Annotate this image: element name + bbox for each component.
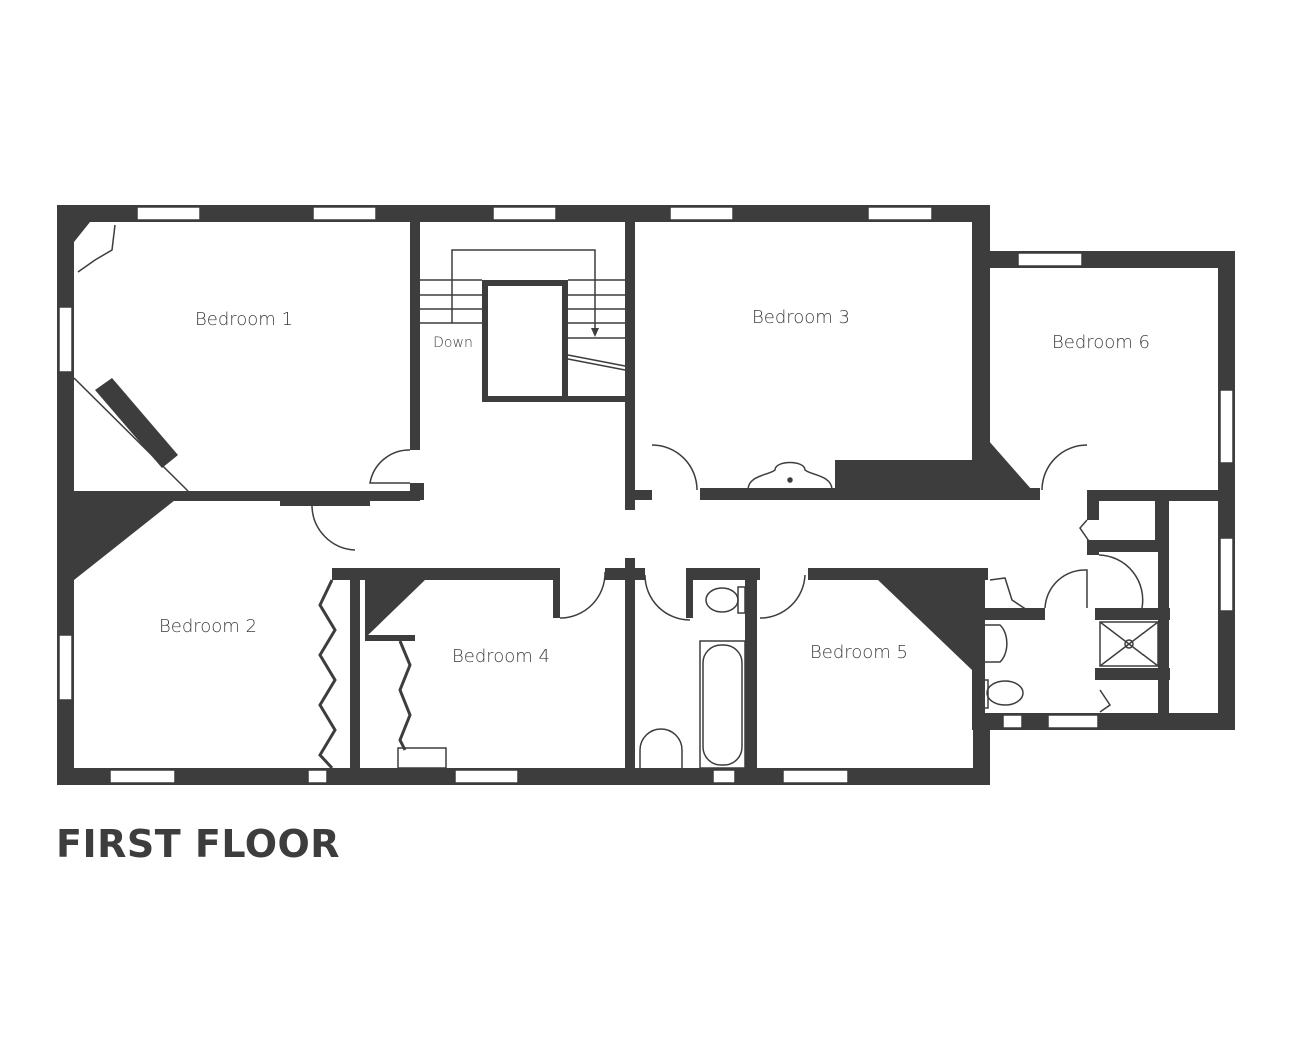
interior-walls [73, 222, 1218, 770]
doors [77, 224, 1144, 713]
room-label-bedroom-5: Bedroom 5 [810, 642, 908, 663]
room-label-bedroom-1: Bedroom 1 [195, 309, 293, 330]
room-label-bedroom-3: Bedroom 3 [752, 307, 850, 328]
windows [58, 206, 1234, 784]
fixtures [639, 461, 1159, 769]
room-label-bedroom-4: Bedroom 4 [452, 646, 550, 667]
room-label-bedroom-6: Bedroom 6 [1052, 332, 1150, 353]
room-label-bedroom-2: Bedroom 2 [159, 616, 257, 637]
stairs-down-label: Down [433, 335, 473, 351]
floor-title: FIRST FLOOR [56, 822, 341, 866]
